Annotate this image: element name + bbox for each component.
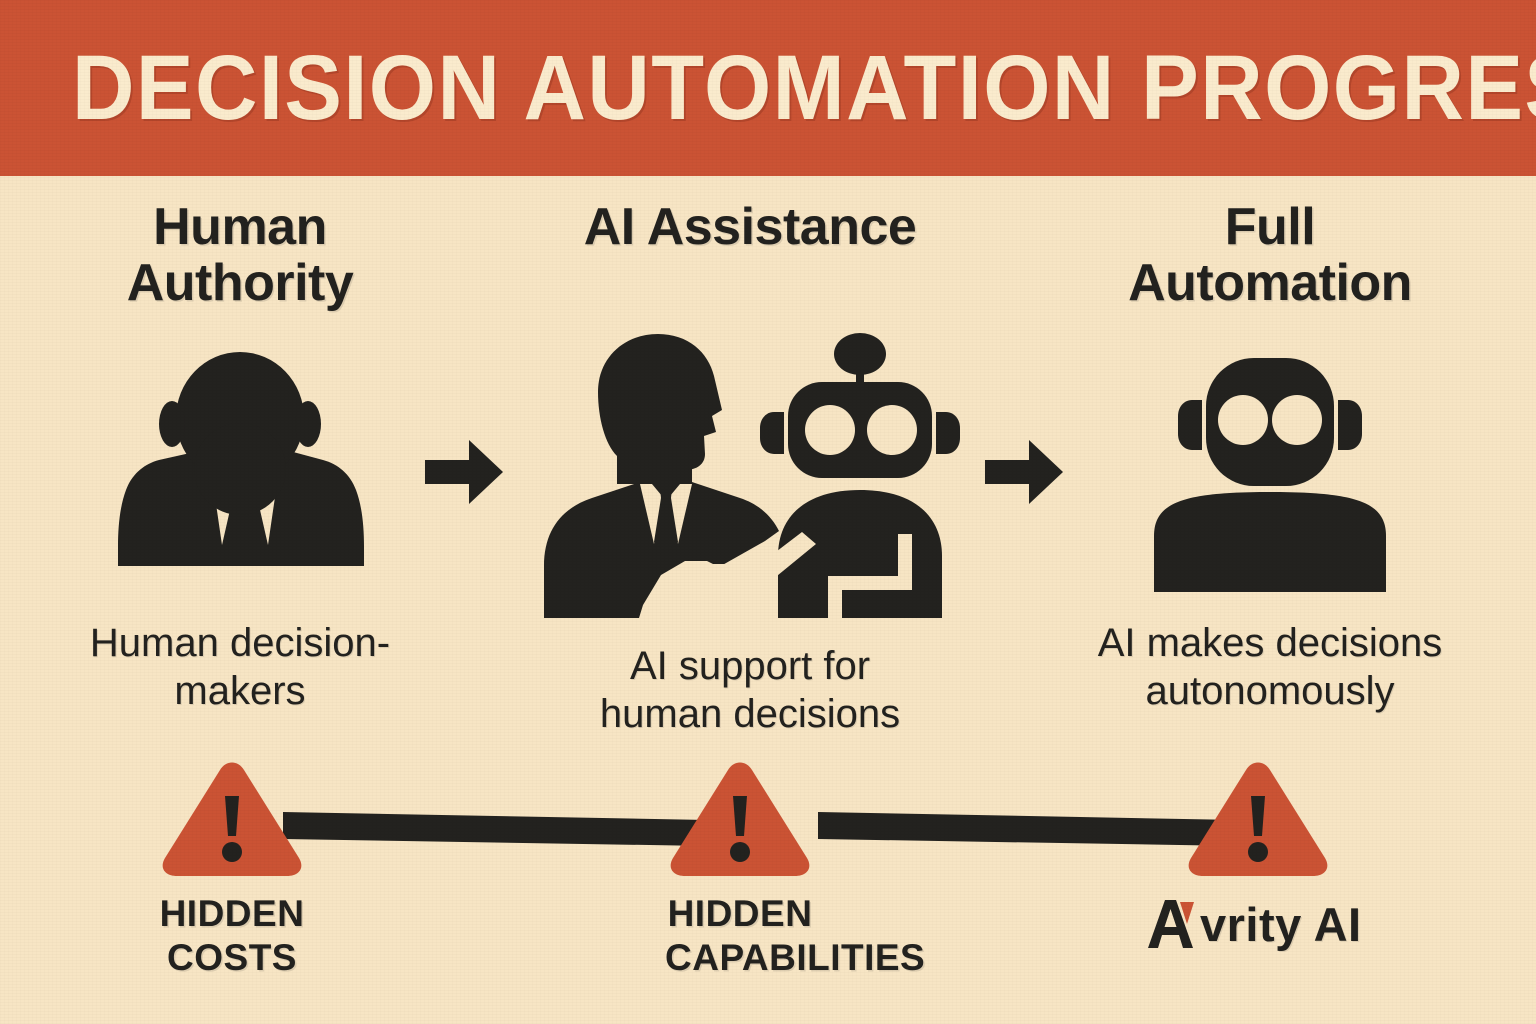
warning-triangle-icon <box>162 762 302 876</box>
stage-ai-assistance: AI Assistance <box>520 198 980 738</box>
warning-triangle-icon <box>1188 762 1328 876</box>
brand-logo: vrity AI <box>1146 898 1362 950</box>
stage-caption-line1: Human decision- <box>89 621 391 666</box>
warning-triangle-icon <box>670 762 810 876</box>
stage-caption-line1: AI support for <box>629 643 871 688</box>
stage-heading: Full Automation <box>1060 198 1480 312</box>
robot-silhouette-icon <box>1060 327 1480 597</box>
stage-heading-line1: Human <box>153 198 327 256</box>
stage-heading-line2: Authority <box>126 253 354 312</box>
stage-human-authority: Human Authority Human decision- makers <box>40 198 440 715</box>
stage-heading-line1: Full <box>1224 198 1316 256</box>
arrow-stage2-to-stage3-icon <box>985 440 1063 504</box>
stage-caption-line1: AI makes decisions <box>1097 621 1443 666</box>
warning-label-line1: HIDDEN <box>667 893 813 934</box>
avrity-a-mark-icon <box>1146 898 1198 950</box>
human-and-robot-handshake-icon <box>520 332 980 626</box>
stage-heading-line1: AI Assistance <box>583 198 917 256</box>
warning-label: HIDDEN CAPABILITIES <box>665 892 926 979</box>
stage-full-automation: Full Automation AI makes decisions auton… <box>1060 198 1480 715</box>
brand-name: vrity AI <box>1200 897 1362 951</box>
progression-row: Human Authority Human decision- makers A… <box>0 198 1536 740</box>
stage-caption-line2: autonomously <box>1145 669 1395 714</box>
warning-label: HIDDEN COSTS <box>157 892 307 979</box>
stage-heading-line2: Automation <box>1128 253 1412 312</box>
stage-heading: Human Authority <box>40 198 440 312</box>
warning-row: HIDDEN COSTS HIDDEN CAPABILITIES <box>0 750 1536 1024</box>
arrow-stage1-to-stage2-icon <box>425 440 503 504</box>
connector-line-2 <box>818 812 1238 846</box>
stage-caption: AI support for human decisions <box>520 642 980 738</box>
stage-heading: AI Assistance <box>520 198 980 256</box>
connector-line-1 <box>283 812 707 846</box>
warning-label-line1: HIDDEN <box>159 893 305 934</box>
header-banner: DECISION AUTOMATION PROGRESSION <box>0 0 1536 176</box>
stage-caption: Human decision- makers <box>40 619 440 715</box>
stage-caption-line2: human decisions <box>599 691 901 736</box>
warning-hidden-costs: HIDDEN COSTS <box>157 758 307 979</box>
stage-caption: AI makes decisions autonomously <box>1060 619 1480 715</box>
warning-third <box>1183 758 1333 878</box>
warning-label-line2: COSTS <box>167 936 297 978</box>
stage-caption-line2: makers <box>174 669 306 714</box>
warning-label-line2: CAPABILITIES <box>665 936 926 978</box>
warning-hidden-capabilities: HIDDEN CAPABILITIES <box>665 758 926 979</box>
businessman-silhouette-icon <box>40 327 440 597</box>
page-title: DECISION AUTOMATION PROGRESSION <box>72 37 1536 139</box>
